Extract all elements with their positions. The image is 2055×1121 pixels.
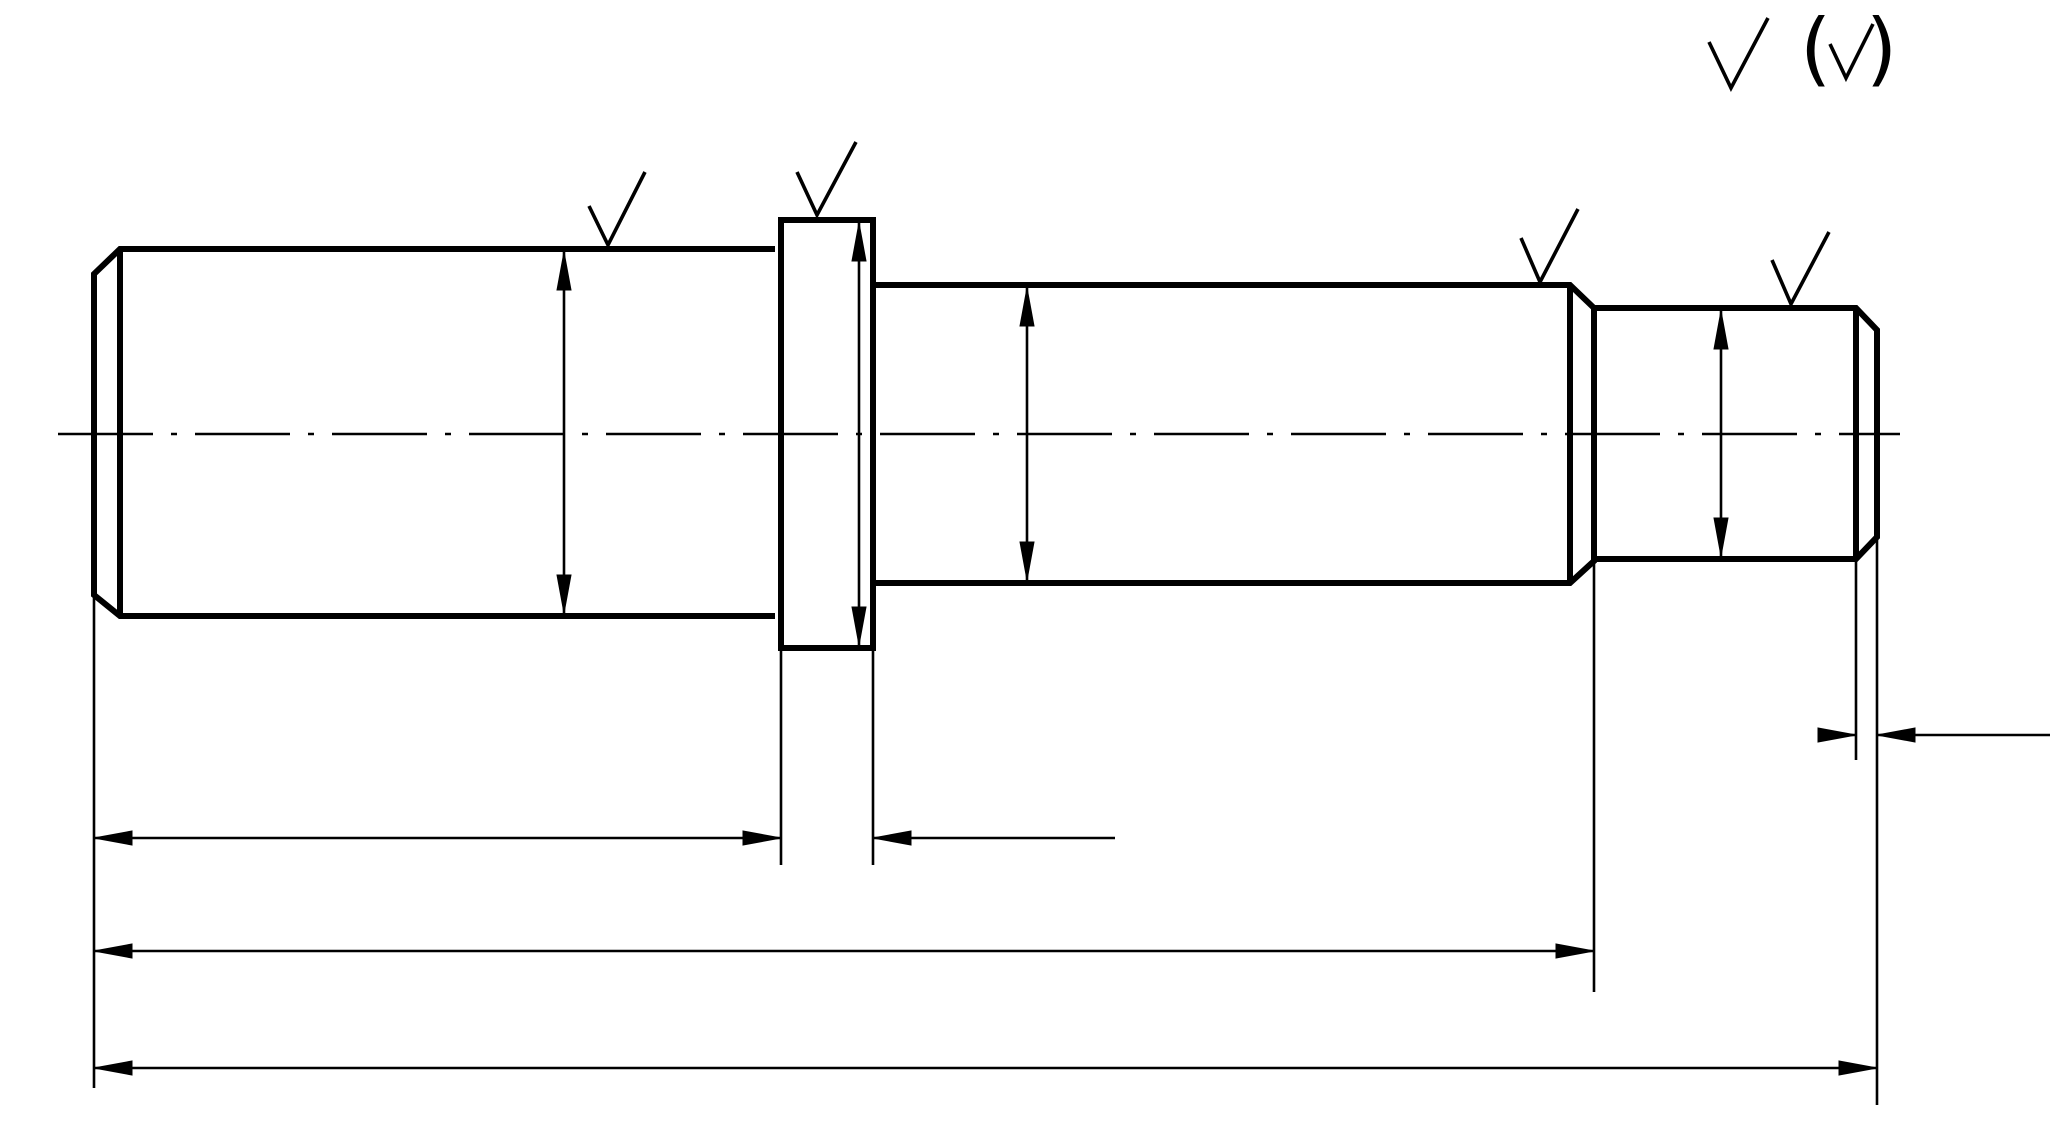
roughness-symbol-general — [1707, 17, 1770, 93]
roughness-symbol-left-surface — [587, 171, 647, 250]
collar-width-dimension — [872, 830, 1115, 846]
diameter-dimension-left — [556, 251, 572, 614]
roughness-symbol-in-parentheses — [1828, 23, 1875, 83]
collar-section — [778, 217, 876, 651]
roughness-symbol-collar — [795, 141, 858, 220]
diameter-dimension-collar — [851, 222, 867, 646]
roughness-note-close-paren: ) — [1866, 2, 1897, 95]
roughness-symbol-middle-surface — [1519, 208, 1580, 287]
length-dimension-left-section — [93, 830, 782, 846]
chamfer-width-dimension — [1817, 727, 2050, 743]
general-roughness-note: ( ) — [1707, 2, 1897, 95]
diameter-dimension-right — [1713, 310, 1729, 557]
overall-length-dimension — [93, 1060, 1878, 1076]
right-shaft-section — [1594, 305, 1880, 562]
roughness-note-open-paren: ( — [1800, 2, 1831, 95]
length-dimension-to-shoulder — [93, 943, 1595, 959]
roughness-symbol-right-surface — [1770, 231, 1831, 309]
extension-lines — [92, 537, 1879, 1105]
left-shaft-section — [91, 246, 775, 619]
diameter-dimension-middle — [1019, 287, 1035, 581]
middle-shaft-section — [873, 282, 1597, 586]
